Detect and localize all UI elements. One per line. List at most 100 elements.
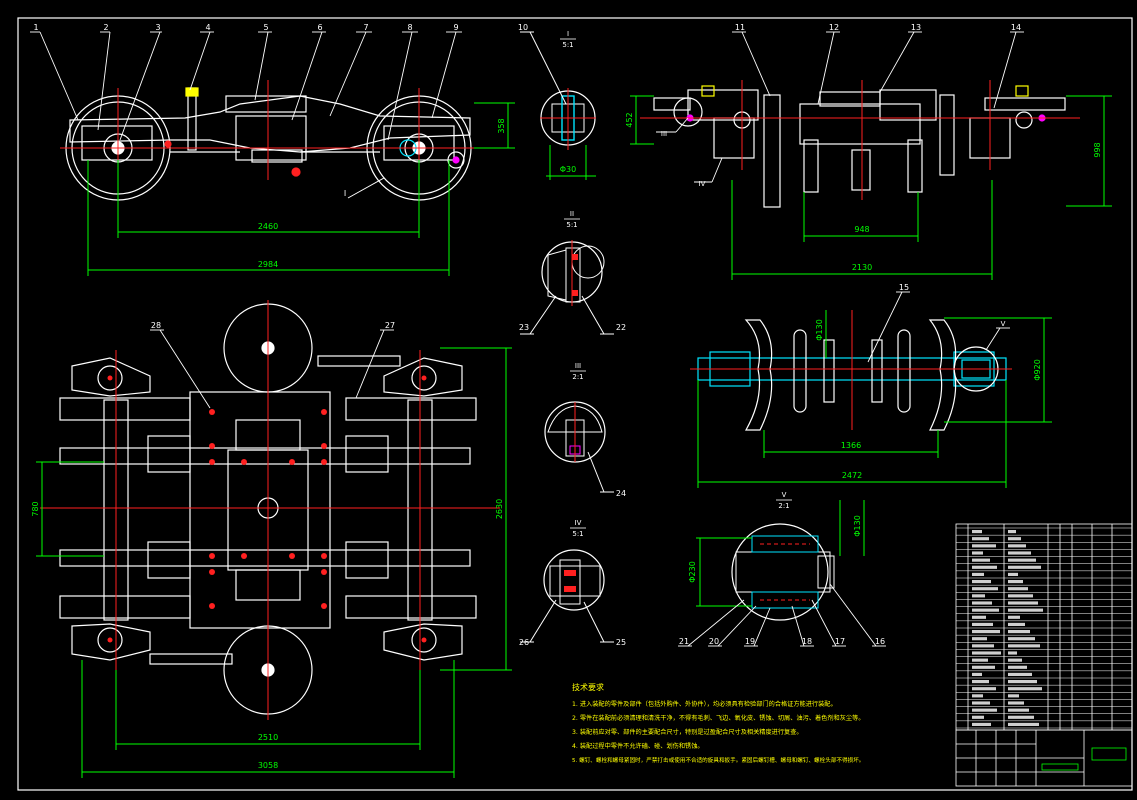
notes-line-5: 5. 螺钉、螺栓和螺母紧固时，严禁打击或使用不合适的旋具和扳手。紧固后螺钉槽、螺…: [572, 756, 864, 764]
detail-i-title: I: [567, 30, 569, 38]
parts-list-entry: [972, 715, 984, 719]
parts-list-entry: [972, 658, 988, 662]
part-number-14: 14: [1011, 23, 1021, 32]
parts-list-entry: [972, 687, 996, 691]
parts-list-entry: [1008, 544, 1026, 548]
end-dim-height-right: 998: [1093, 142, 1102, 157]
notes-line-4: 4. 装配过程中零件不允许磕、碰、划伤和锈蚀。: [572, 742, 704, 750]
detail-v-title: V: [782, 491, 787, 499]
part-number-11: 11: [735, 23, 745, 32]
parts-list-entry: [972, 551, 983, 555]
part-number-16: 16: [875, 637, 885, 646]
parts-list-entry: [972, 630, 1000, 634]
parts-list-entry: [1008, 608, 1043, 612]
axle-dim-journal: Φ130: [815, 319, 824, 341]
plan-bolts: [107, 375, 427, 643]
parts-list-entry: [972, 572, 984, 576]
end-balloon-iv: IV: [699, 180, 706, 188]
detail-ii-scale: 5:1: [566, 221, 577, 229]
parts-list-entry: [972, 530, 982, 534]
detail-iv-scale: 5:1: [572, 530, 583, 538]
part-number-7: 7: [363, 23, 368, 32]
parts-list-entry: [1008, 651, 1017, 655]
parts-list-entry: [1008, 722, 1039, 726]
part-number-24: 24: [616, 489, 626, 498]
part-number-4: 4: [205, 23, 210, 32]
parts-list-entry: [1008, 565, 1041, 569]
parts-list-entry: [972, 637, 987, 641]
parts-list-entry: [972, 608, 999, 612]
detail-i: [520, 31, 596, 180]
side-dim-height: 358: [497, 118, 506, 133]
parts-list-entry: [1008, 572, 1018, 576]
detail-i-scale: 5:1: [562, 41, 573, 49]
parts-list-entry: [1008, 630, 1030, 634]
side-dim-overall: 2984: [258, 260, 278, 269]
parts-list-entry: [1008, 708, 1029, 712]
parts-list-entry: [972, 680, 989, 684]
parts-list-entry: [972, 622, 993, 626]
plan-dim-width-left: 780: [31, 501, 40, 516]
detail-iii-title: III: [575, 362, 581, 370]
axle-dimensions: [697, 310, 1052, 488]
parts-list-entry: [1008, 680, 1037, 684]
part-number-5: 5: [263, 23, 268, 32]
parts-list-entry: [1008, 587, 1028, 591]
parts-list-entry: [1008, 580, 1023, 584]
part-number-28: 28: [151, 321, 161, 330]
parts-list-entry: [1008, 701, 1024, 705]
parts-list-entry: [972, 672, 982, 676]
side-frame-beam: [69, 95, 471, 153]
part-number-3: 3: [155, 23, 160, 32]
end-view: [653, 85, 1066, 208]
detail-v-dim-left: Φ230: [688, 561, 697, 583]
part-number-10: 10: [518, 23, 528, 32]
parts-list-entry: [1008, 530, 1016, 534]
end-dim-inner: 948: [854, 225, 869, 234]
parts-list-entry: [972, 587, 998, 591]
parts-list-entry: [1008, 601, 1038, 605]
end-view-dimensions: [630, 95, 1112, 280]
detail-ii: [520, 240, 614, 335]
parts-list-entry: [1008, 637, 1035, 641]
drawing-frame: [17, 17, 1133, 791]
parts-list-entry: [1008, 594, 1033, 598]
parts-list-entry: [972, 580, 991, 584]
notes-title: 技术要求: [572, 682, 604, 692]
parts-list-entry: [972, 558, 990, 562]
axle-dim-wheel: Φ920: [1033, 359, 1042, 381]
side-dim-wheelbase: 2460: [258, 222, 278, 231]
plan-dim-inner: 2510: [258, 733, 278, 742]
parts-list-entry: [1008, 622, 1025, 626]
parts-list-entry: [1008, 715, 1034, 719]
part-number-25: 25: [616, 638, 626, 647]
detail-ii-title: II: [570, 210, 574, 218]
parts-list-entry: [972, 694, 983, 698]
detail-iii-scale: 2:1: [572, 373, 583, 381]
notes-line-3: 3. 装配前应对零、部件的主要配合尺寸，特别是过盈配合尺寸及相关精度进行复查。: [572, 728, 803, 736]
parts-list-entry: [972, 544, 996, 548]
parts-list-entry: [972, 615, 986, 619]
detail-v-scale: 2:1: [778, 502, 789, 510]
title-block: [955, 729, 1133, 787]
notes-line-2: 2. 零件在装配前必须清理和清洗干净，不得有毛刺、飞边、氧化皮、锈蚀、切屑、油污…: [572, 714, 865, 722]
end-dim-height-left: 452: [625, 112, 634, 127]
parts-list-entry: [1008, 537, 1021, 541]
parts-list-entry: [972, 565, 997, 569]
detail-iv-title: IV: [575, 519, 582, 527]
plan-dim-overall: 3058: [258, 761, 278, 770]
part-number-19: 19: [745, 637, 755, 646]
part-number-2: 2: [103, 23, 108, 32]
part-number-6: 6: [317, 23, 322, 32]
part-number-18: 18: [802, 637, 812, 646]
parts-list-entry: [1008, 672, 1032, 676]
parts-list-entry: [1008, 687, 1042, 691]
parts-list-entry: [1008, 694, 1019, 698]
side-balloon-label: I: [344, 189, 346, 198]
end-dim-overall: 2130: [852, 263, 872, 272]
axle-balloon-v: V: [1001, 320, 1006, 328]
detail-v-dim-right: Φ130: [853, 515, 862, 537]
parts-list: [955, 523, 1133, 731]
side-view-dimensions: [87, 102, 515, 276]
